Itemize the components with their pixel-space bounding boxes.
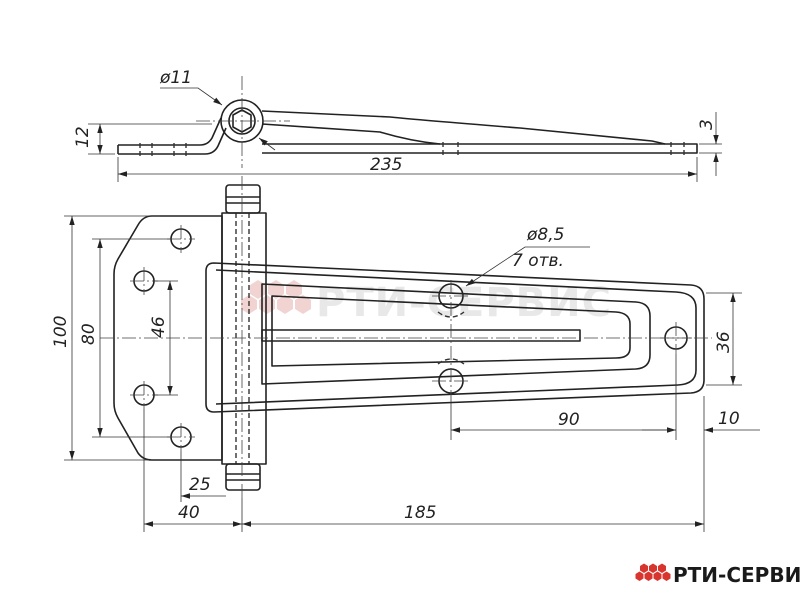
right-leaf bbox=[205, 262, 705, 413]
dim-height-holes: 80 bbox=[79, 323, 99, 345]
dim-leaf-length-185: 185 bbox=[404, 503, 436, 523]
dim-height-outer: 100 bbox=[51, 316, 71, 348]
dim-hole-spacing: 46 bbox=[149, 316, 169, 338]
dim-knuckle-height: 12 bbox=[73, 126, 93, 148]
dim-hole-diameter: ø8,5 bbox=[526, 225, 564, 245]
dim-hole-count: 7 отв. bbox=[512, 251, 564, 271]
brand-name: РТИ-СЕРВИС bbox=[673, 563, 800, 587]
side-view: ø11 12 3 235 bbox=[73, 68, 722, 182]
brand-logo: РТИ-СЕРВИС bbox=[635, 563, 800, 587]
bottom-nut-icon bbox=[225, 463, 261, 491]
top-nut-icon bbox=[225, 184, 261, 214]
dim-pin-offset-25: 25 bbox=[189, 475, 211, 495]
brand-logo-icon bbox=[635, 563, 671, 581]
dim-hole-distance-90: 90 bbox=[558, 410, 580, 430]
dim-end-offset: 10 bbox=[718, 409, 740, 429]
dim-slot-hole-spacing: 36 bbox=[714, 331, 734, 353]
dim-pin-diameter: ø11 bbox=[159, 68, 192, 88]
front-view: ø8,5 7 отв. 100 80 46 36 90 10 25 bbox=[51, 176, 760, 532]
dim-thickness: 3 bbox=[697, 119, 717, 130]
dim-leaf-width-40: 40 bbox=[178, 503, 200, 523]
dim-total-length: 235 bbox=[370, 155, 402, 175]
watermark-text: РТИ-СЕРВИС bbox=[316, 280, 612, 326]
